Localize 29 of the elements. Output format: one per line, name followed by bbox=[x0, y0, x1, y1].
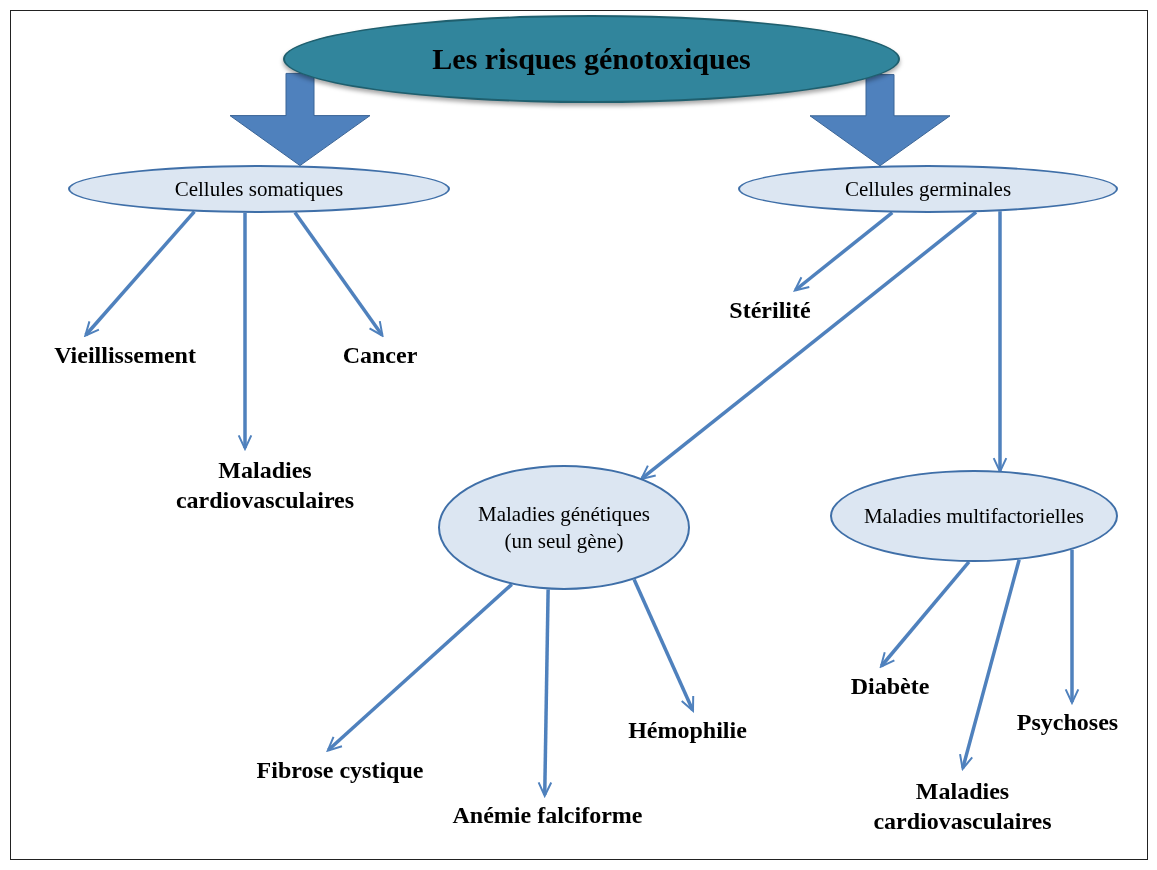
arrow bbox=[632, 578, 695, 712]
arrow bbox=[237, 212, 253, 450]
outcome-label: Hémophilie bbox=[628, 716, 747, 745]
outcome-label: Vieillissement bbox=[54, 341, 196, 370]
arrow bbox=[1064, 549, 1080, 704]
outcome-label: Maladies cardiovasculaires bbox=[872, 777, 1053, 836]
arrow bbox=[959, 559, 1021, 770]
outcome-label: Psychoses bbox=[1016, 708, 1119, 737]
block-arrow bbox=[809, 74, 951, 167]
outcome-label: Cancer bbox=[342, 341, 418, 370]
arrow bbox=[293, 211, 384, 337]
arrow bbox=[640, 210, 978, 480]
outcome-label: Fibrose cystique bbox=[256, 756, 424, 785]
outcome-label: Stérilité bbox=[729, 296, 811, 325]
outcome-label: Maladies cardiovasculaires bbox=[174, 456, 356, 515]
arrow bbox=[84, 210, 196, 337]
category-text: Cellules somatiques bbox=[174, 175, 344, 203]
category-text: Cellules germinales bbox=[844, 175, 1012, 203]
arrow bbox=[326, 583, 513, 752]
category-text: Maladies génétiques (un seul gène) bbox=[477, 501, 651, 554]
arrow bbox=[793, 211, 894, 292]
title-text: Les risques génotoxiques bbox=[432, 41, 751, 78]
category-text: Maladies multifactorielles bbox=[864, 502, 1084, 530]
outcome-label: Anémie falciforme bbox=[452, 801, 643, 830]
outcome-label: Diabète bbox=[850, 672, 930, 701]
arrow bbox=[992, 211, 1008, 473]
arrow bbox=[537, 589, 553, 797]
arrow bbox=[879, 560, 971, 668]
block-arrow bbox=[229, 72, 371, 167]
